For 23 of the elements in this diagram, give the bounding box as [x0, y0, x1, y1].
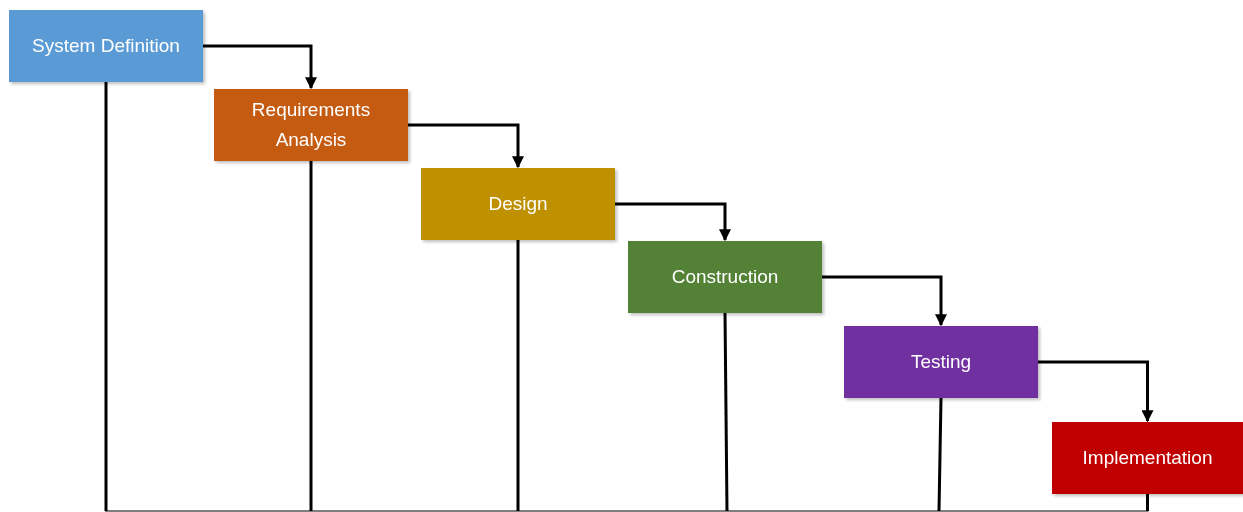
arrow — [1038, 360, 1154, 423]
process-box — [421, 168, 615, 240]
step-label: Construction — [671, 265, 779, 289]
arrow — [408, 123, 524, 169]
process-box — [1052, 422, 1243, 494]
arrow — [822, 275, 947, 327]
connector-line — [937, 397, 943, 512]
step-label: Design — [488, 192, 548, 216]
step-label: System Definition — [32, 34, 180, 58]
process-box — [844, 326, 1038, 398]
step-label: Requirements Analysis — [250, 98, 372, 152]
connector-line — [309, 161, 313, 511]
connector-line — [1146, 494, 1149, 511]
arrow — [203, 44, 317, 90]
process-box — [214, 89, 408, 161]
step-label: Testing — [910, 350, 972, 374]
arrow — [615, 202, 731, 242]
step-label: Implementation — [1082, 446, 1213, 470]
connector-line — [516, 240, 520, 511]
connector-line — [104, 82, 108, 511]
connector-line — [723, 313, 729, 511]
process-box — [628, 241, 822, 313]
process-box — [9, 10, 203, 82]
